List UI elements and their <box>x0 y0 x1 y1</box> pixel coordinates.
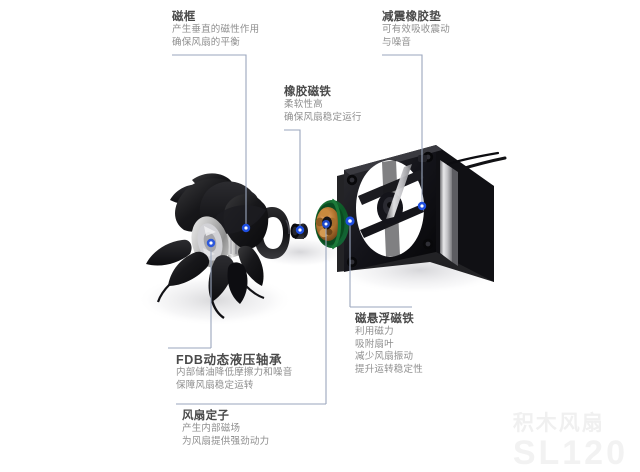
callout-line: 产生内部磁场 <box>182 423 241 434</box>
part-fan-frame <box>337 145 507 282</box>
callout-rubber-magnet: 橡胶磁铁 柔软性高 确保风扇稳定运行 <box>284 85 362 124</box>
callout-title: 减震橡胶垫 <box>382 11 441 23</box>
callout-fan-stator: 风扇定子 产生内部磁场 为风扇提供强劲动力 <box>182 409 269 448</box>
part-maglev-magnet-stud <box>290 223 308 239</box>
callout-line: 减少风扇振动 <box>355 351 414 362</box>
watermark: 积木风扇 SL120 <box>513 412 628 470</box>
callout-line: 为风扇提供强劲动力 <box>182 435 270 447</box>
callout-title: 磁悬浮磁铁 <box>355 313 414 325</box>
watermark-model: SL120 <box>512 434 628 472</box>
callout-fdb-bearing: FDB动态液压轴承 内部储油降低摩擦力和噪音 保障风扇稳定运转 <box>176 353 292 392</box>
callout-line: 提升运转稳定性 <box>355 363 423 375</box>
callout-line: 可有效吸收震动 <box>382 24 450 35</box>
callout-title: 磁框 <box>172 11 196 23</box>
callout-line: 内部储油降低摩擦力和噪音 <box>176 367 293 378</box>
callout-line: 确保风扇稳定运行 <box>284 111 362 123</box>
callout-line: 吸附扇叶 <box>355 338 394 350</box>
callout-damping-rubber-pad: 减震橡胶垫 可有效吸收震动 与噪音 <box>382 10 450 49</box>
part-fan-stator-coil <box>315 198 349 250</box>
callout-line: 利用磁力 <box>355 326 394 337</box>
callout-title: 橡胶磁铁 <box>284 86 332 98</box>
callout-maglev-magnet: 磁悬浮磁铁 利用磁力 吸附扇叶 减少风扇振动 提升运转稳定性 <box>355 312 423 376</box>
callout-title: FDB动态液压轴承 <box>176 353 283 367</box>
watermark-brand-cn: 积木风扇 <box>512 412 605 435</box>
callout-line: 保障风扇稳定运转 <box>176 379 254 391</box>
callout-line: 柔软性高 <box>284 99 323 110</box>
callout-line: 产生垂直的磁性作用 <box>172 24 260 35</box>
callout-line: 与噪音 <box>382 36 412 48</box>
callout-line: 确保风扇的平衡 <box>172 36 240 48</box>
callout-magnet-frame: 磁框 产生垂直的磁性作用 确保风扇的平衡 <box>172 10 259 49</box>
callout-title: 风扇定子 <box>182 410 230 422</box>
